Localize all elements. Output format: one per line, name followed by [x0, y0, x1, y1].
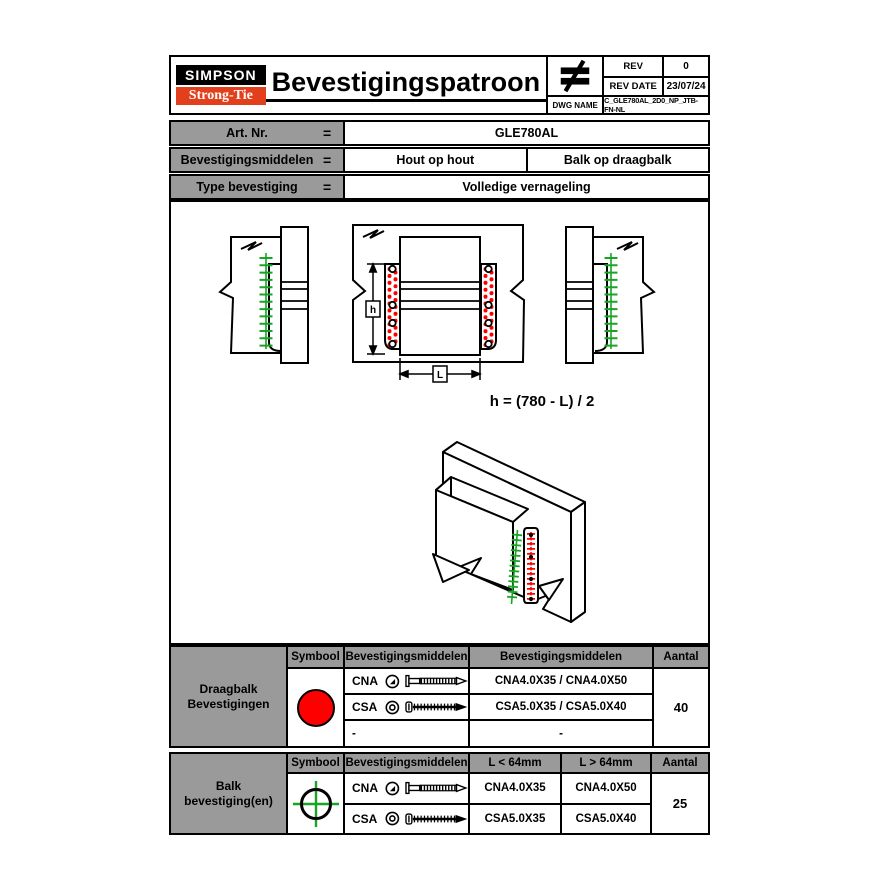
fastener-code: CNA	[352, 781, 378, 796]
equals-sign: =	[323, 179, 332, 195]
cna-nail-icon	[405, 674, 468, 688]
balk-table: Balk bevestiging(en) Symbool Bevestiging…	[169, 752, 710, 835]
title-block: SIMPSON Strong-Tie Bevestigingspatroon R…	[169, 55, 710, 115]
cna-head-icon	[385, 781, 400, 796]
nail-plate-holes	[388, 264, 493, 349]
t2-header-l-large: L > 64mm	[562, 754, 650, 772]
sheet-title: Bevestigingspatroon	[265, 68, 547, 102]
balk-aantal-value: 25	[652, 774, 708, 833]
dwg-name-value: C_GLE780AL_2D0_NP_JTB-FN-NL	[602, 95, 708, 113]
equals-sign: =	[323, 125, 332, 141]
t2-row1-small: CNA4.0X35	[470, 774, 560, 803]
cna-head-icon	[385, 674, 400, 688]
equals-sign: =	[323, 152, 332, 168]
sheet-title-wrap: Bevestigingspatroon	[265, 57, 547, 113]
draagbalk-symbol-cell	[288, 669, 343, 746]
t1-header-symbool: Symbool	[288, 647, 343, 667]
front-view	[352, 224, 526, 363]
bevestigingsmiddelen-row: Bevestigingsmiddelen = Hout op hout Balk…	[169, 147, 710, 173]
csa-screw-icon	[405, 701, 468, 713]
t2-row1-large: CNA4.0X50	[562, 774, 650, 803]
fastener-code: CNA	[352, 674, 378, 688]
logo-strongtie: Strong-Tie	[176, 87, 266, 105]
slab-break-wedge	[538, 578, 564, 601]
t2-header-bevestigingsmiddelen: Bevestigingsmiddelen	[345, 754, 468, 772]
projection-symbol-icon	[548, 57, 602, 95]
iso-screws	[506, 529, 523, 605]
nail-plate-dots	[387, 267, 494, 349]
t2-header-aantal: Aantal	[652, 754, 708, 772]
red-circle-symbol-icon	[296, 688, 335, 727]
hout-op-hout-value: Hout op hout	[345, 149, 528, 171]
technical-drawing: h L	[218, 224, 656, 623]
logo-simpson: SIMPSON	[176, 65, 266, 85]
type-bevestiging-value: Volledige vernageling	[462, 180, 591, 194]
dimension-L	[398, 358, 482, 383]
rev-value: 0	[662, 57, 708, 76]
csa-head-icon	[385, 811, 400, 826]
rev-label: REV	[602, 57, 662, 76]
dwg-name-label: DWG NAME	[548, 95, 603, 113]
type-bevestiging-row: Type bevestiging = Volledige vernageling	[169, 174, 710, 200]
height-formula: h = (780 - L) / 2	[490, 393, 595, 410]
draagbalk-aantal-value: 40	[654, 669, 708, 746]
fastener-code: CSA	[352, 811, 378, 826]
t2-row1-fastener: CNA	[345, 774, 468, 803]
bevestigingsmiddelen-label: Bevestigingsmiddelen	[180, 153, 314, 167]
t1-row2-value: CSA5.0X35 / CSA5.0X40	[470, 695, 652, 719]
art-nr-value: GLE780AL	[494, 126, 559, 140]
cna-nail-icon	[405, 782, 468, 795]
bevestigingsmiddelen-label-cell: Bevestigingsmiddelen =	[171, 149, 345, 171]
rev-date-value: 23/07/24	[662, 76, 708, 95]
draagbalk-row-label: Draagbalk Bevestigingen	[171, 647, 286, 746]
t1-header-bevestigingsmiddelen-2: Bevestigingsmiddelen	[470, 647, 652, 667]
rev-date-label: REV DATE	[602, 76, 663, 95]
csa-screw-icon	[405, 813, 468, 825]
t1-row3-fastener: -	[345, 721, 468, 746]
balk-row-label: Balk bevestiging(en)	[171, 754, 286, 833]
t2-row2-large: CSA5.0X40	[562, 804, 650, 833]
type-bevestiging-label: Type bevestiging	[196, 180, 298, 194]
t1-header-bevestigingsmiddelen-1: Bevestigingsmiddelen	[345, 647, 468, 667]
csa-head-icon	[385, 700, 400, 714]
dim-l-label: L	[437, 370, 443, 381]
fastener-code: CSA	[352, 700, 378, 714]
crosshair-symbol-icon	[292, 780, 339, 827]
balk-break-wedge	[432, 553, 470, 583]
iso-plate-nails	[527, 532, 535, 602]
dimension-h	[365, 262, 385, 356]
t1-row3-value: -	[470, 721, 652, 746]
art-nr-label-cell: Art. Nr. =	[171, 122, 345, 144]
t1-header-aantal: Aantal	[654, 647, 708, 667]
revision-block: REV 0 REV DATE 23/07/24 DWG NAME C_GLE78…	[546, 57, 708, 113]
simpson-strongtie-logo: SIMPSON Strong-Tie	[171, 57, 266, 113]
dim-h-label: h	[370, 305, 376, 316]
type-bevestiging-label-cell: Type bevestiging =	[171, 176, 345, 198]
t1-row1-fastener: CNA	[345, 669, 468, 693]
iso-balk	[432, 476, 529, 591]
art-nr-label: Art. Nr.	[226, 126, 268, 140]
t2-row2-fastener: CSA	[345, 804, 468, 833]
t2-row2-small: CSA5.0X35	[470, 804, 560, 833]
t2-header-l-small: L < 64mm	[470, 754, 560, 772]
draagbalk-table: Draagbalk Bevestigingen Symbool Bevestig…	[169, 645, 710, 748]
t1-row1-value: CNA4.0X35 / CNA4.0X50	[470, 669, 652, 693]
art-nr-row: Art. Nr. = GLE780AL	[169, 120, 710, 146]
t1-row2-fastener: CSA	[345, 695, 468, 719]
balk-symbol-cell	[288, 774, 343, 833]
drawing-area: h L	[169, 200, 710, 645]
balk-op-draagbalk-value: Balk op draagbalk	[563, 153, 672, 167]
t2-header-symbool: Symbool	[288, 754, 343, 772]
